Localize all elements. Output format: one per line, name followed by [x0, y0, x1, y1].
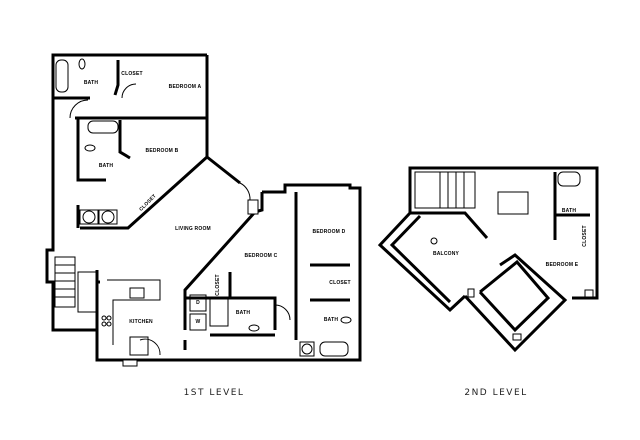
- room-label-closet-c: CLOSET: [215, 274, 221, 296]
- room-label-closet-e: CLOSET: [582, 225, 588, 247]
- room-label-bath-e: BATH: [561, 208, 577, 214]
- room-label-bath-a: BATH: [83, 80, 99, 86]
- room-label-bath-c: BATH: [235, 310, 251, 316]
- room-label-living-room: LIVING ROOM: [175, 226, 211, 232]
- room-label-closet-d: CLOSET: [329, 280, 351, 286]
- room-label-bath-b: BATH: [98, 163, 114, 169]
- room-label-bedroom-b: BEDROOM B: [145, 148, 179, 154]
- room-label-balcony: BALCONY: [432, 251, 460, 257]
- room-label-bedroom-c: BEDROOM C: [244, 253, 278, 259]
- level-2-title: 2ND LEVEL: [464, 388, 528, 398]
- room-label-bedroom-a: BEDROOM A: [168, 84, 202, 90]
- room-label-bath-d: BATH: [323, 317, 339, 323]
- level-1-title: 1ST LEVEL: [183, 388, 245, 398]
- room-label-bedroom-e: BEDROOM E: [545, 262, 579, 268]
- room-label-bedroom-d: BEDROOM D: [312, 229, 346, 235]
- room-label-kitchen: KITCHEN: [129, 319, 153, 325]
- washer-label: W: [195, 319, 201, 325]
- level-1-walls: [45, 53, 362, 367]
- room-label-closet-a: CLOSET: [121, 71, 143, 77]
- dryer-label: D: [196, 300, 200, 306]
- level-2-walls: [377, 166, 599, 353]
